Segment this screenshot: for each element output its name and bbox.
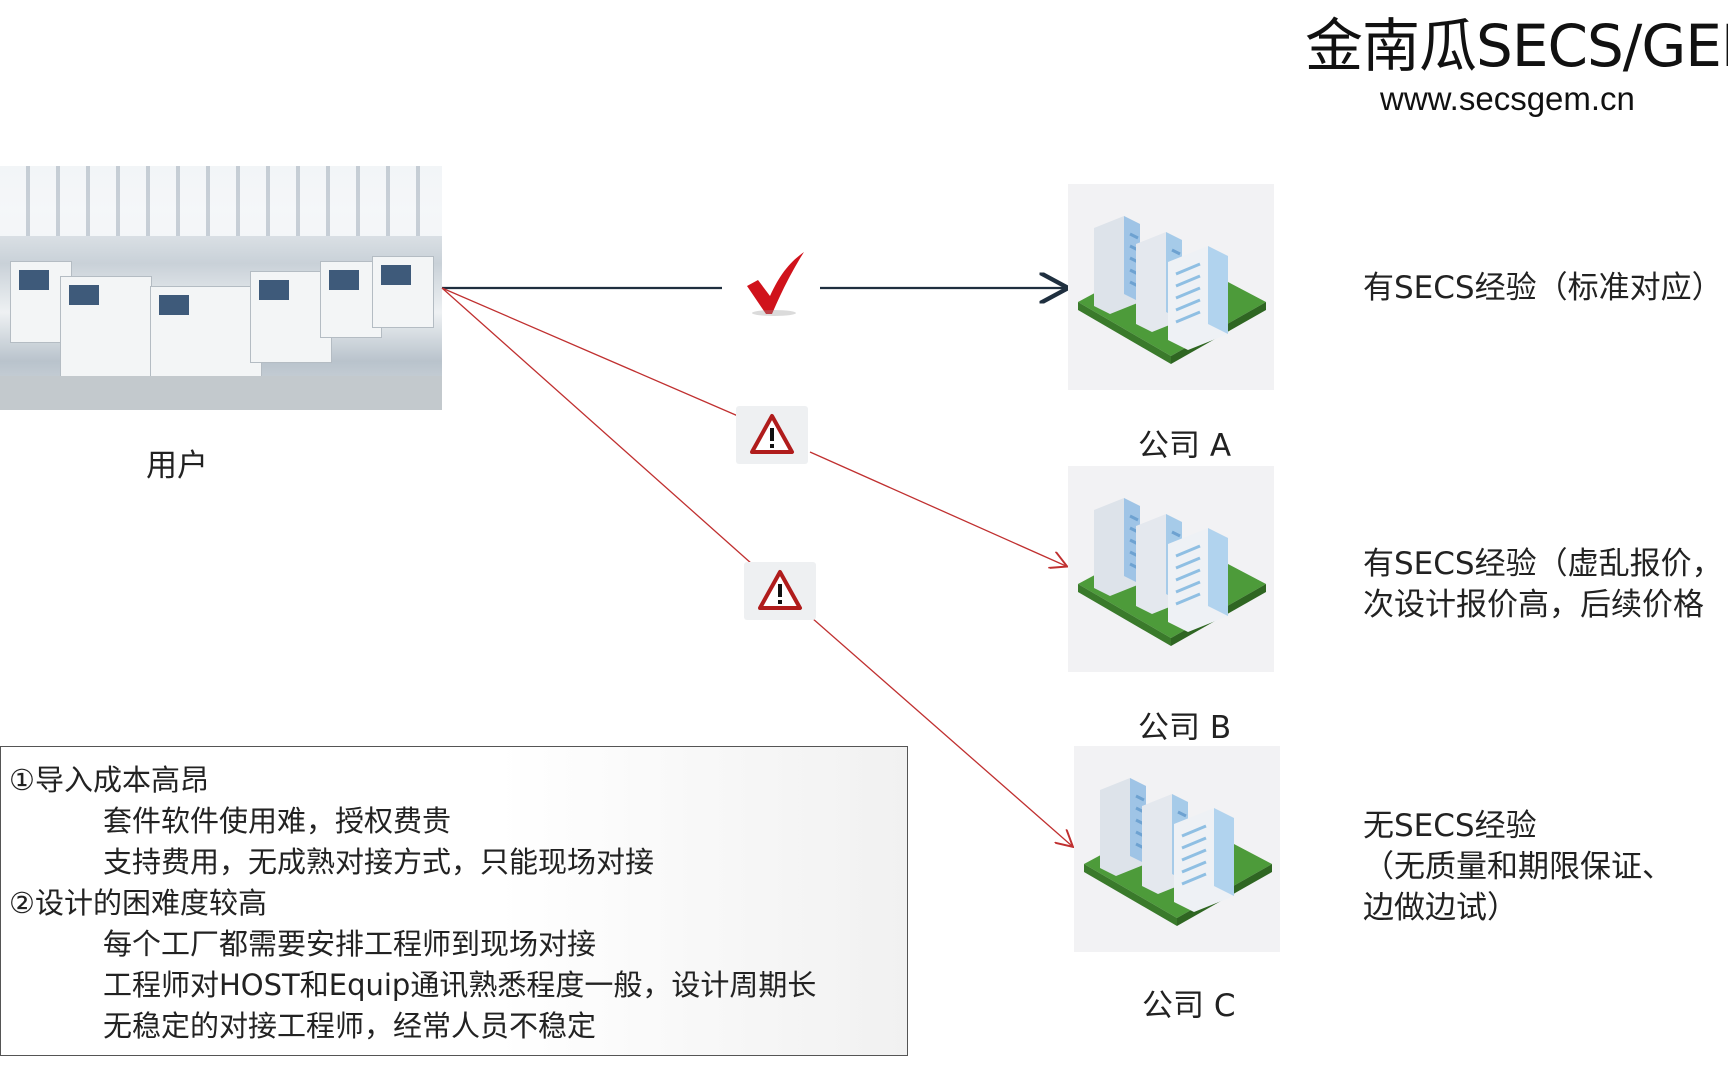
description-line: 有SECS经验（虚乱报价， (1363, 546, 1723, 582)
check-icon (747, 252, 804, 316)
connector-line-c-1 (441, 287, 753, 565)
problems-box: ①导入成本高昂 套件软件使用难，授权费贵 支持费用，无成熟对接方式，只能现场对接… (0, 746, 908, 1056)
warning-icon (736, 406, 808, 464)
description-line: （无质量和期限保证、 (1363, 849, 1673, 885)
problem-item: 支持费用，无成熟对接方式，只能现场对接 (103, 845, 655, 879)
description-line: 有SECS经验（标准对应） (1363, 270, 1723, 306)
company-a-label: 公司 A (1138, 428, 1232, 464)
company-c-building-icon (1074, 746, 1280, 952)
company-c-label: 公司 C (1142, 988, 1236, 1024)
company-a-building-icon (1068, 184, 1274, 390)
connector-line-b-2 (809, 451, 1066, 566)
connector-line-b-1 (441, 287, 739, 417)
company-a-description: 有SECS经验（标准对应） (1363, 268, 1723, 309)
user-label: 用户 (146, 448, 208, 484)
factory-photo (0, 166, 442, 410)
company-b-label: 公司 B (1138, 710, 1232, 746)
problem-item: 无稳定的对接工程师，经常人员不稳定 (103, 1009, 597, 1043)
problem-item: 每个工厂都需要安排工程师到现场对接 (103, 927, 597, 961)
warning-icon (744, 562, 816, 620)
problem-item: 工程师对HOST和Equip通讯熟悉程度一般，设计周期长 (103, 968, 817, 1002)
description-line: 边做边试） (1363, 890, 1518, 926)
brand-url: www.secsgem.cn (1380, 80, 1635, 117)
company-b-building-icon (1068, 466, 1274, 672)
company-b-description: 有SECS经验（虚乱报价， 次设计报价高，后续价格 (1363, 544, 1723, 626)
description-line: 无SECS经验 (1363, 808, 1537, 844)
company-c-description: 无SECS经验 （无质量和期限保证、 边做边试） (1363, 806, 1673, 929)
brand-title: 金南瓜SECS/GEM (1305, 12, 1728, 80)
description-line: 次设计报价高，后续价格 (1363, 587, 1704, 623)
problem-heading: ②设计的困难度较高 (9, 886, 267, 920)
problem-heading: ①导入成本高昂 (9, 763, 209, 797)
problem-item: 套件软件使用难，授权费贵 (103, 804, 452, 838)
connector-line-c-2 (811, 617, 1072, 846)
